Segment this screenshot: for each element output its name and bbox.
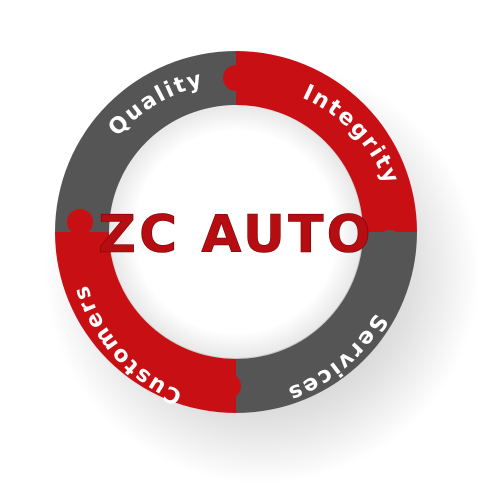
inner-circle bbox=[110, 106, 362, 358]
brand-title: ZC AUTO bbox=[98, 205, 374, 265]
segment-services bbox=[236, 232, 417, 413]
puzzle-knob-top bbox=[223, 65, 249, 91]
puzzle-knob-right bbox=[377, 230, 403, 256]
segment-integrity bbox=[236, 51, 417, 232]
segment-customers bbox=[55, 232, 236, 413]
puzzle-knob-left bbox=[67, 209, 93, 235]
segment-quality bbox=[55, 51, 236, 232]
puzzle-knob-bottom bbox=[215, 373, 241, 399]
